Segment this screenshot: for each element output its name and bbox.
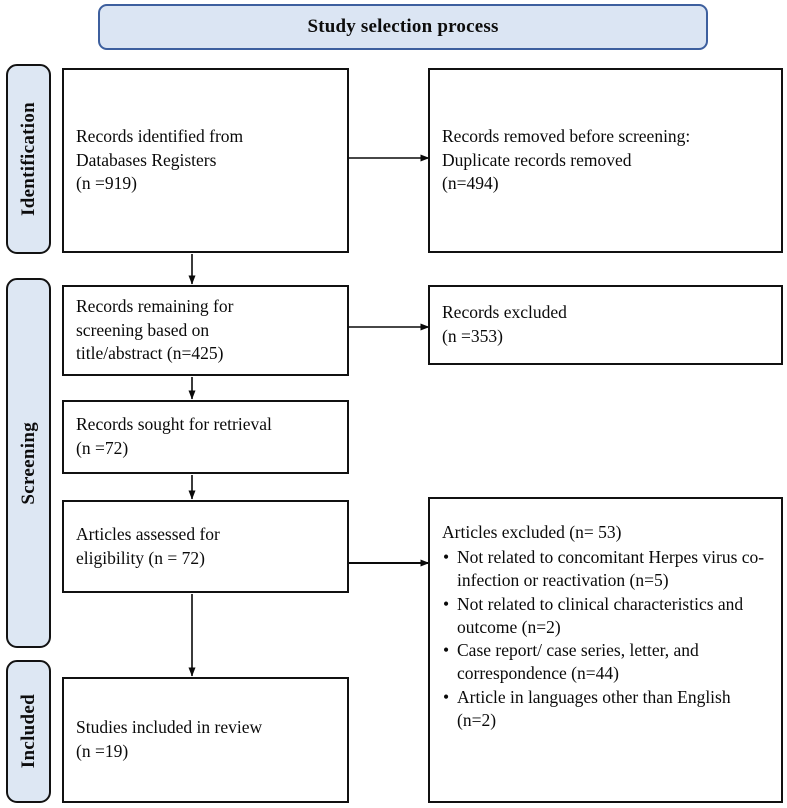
box-records-identified: Records identified from Databases Regist… bbox=[62, 68, 349, 253]
bullet-icon: • bbox=[443, 593, 450, 614]
exclusion-reason-text: Not related to clinical characteristics … bbox=[457, 593, 744, 637]
stage-label-identification: Identification bbox=[6, 64, 51, 254]
box-records-removed: Records removed before screening: Duplic… bbox=[428, 68, 783, 253]
stage-label-included: Included bbox=[6, 660, 51, 803]
stage-label-identification-text: Identification bbox=[17, 102, 39, 216]
box-articles-assessed: Articles assessed for eligibility (n = 7… bbox=[62, 500, 349, 593]
bullet-icon: • bbox=[443, 686, 450, 707]
box-records-removed-line-2: Duplicate records removed bbox=[442, 149, 632, 170]
exclusion-reason-text: Not related to concomitant Herpes virus … bbox=[457, 546, 765, 591]
box-studies-included-count: (n =19) bbox=[76, 741, 129, 761]
diagram-title-banner: Study selection process bbox=[98, 4, 708, 50]
bullet-icon: • bbox=[443, 640, 450, 661]
list-item: • Not related to concomitant Herpes viru… bbox=[442, 546, 769, 593]
stage-label-screening: Screening bbox=[6, 278, 51, 648]
list-item: • Not related to clinical characteristic… bbox=[442, 593, 769, 640]
box-records-sought: Records sought for retrieval (n =72) bbox=[62, 400, 349, 474]
box-records-sought-count: (n =72) bbox=[76, 438, 129, 458]
exclusion-reason-text: Case report/ case series, letter, and co… bbox=[457, 640, 699, 684]
box-records-remaining-line-2: screening based on bbox=[76, 319, 210, 340]
box-records-identified-line-1: Records identified from bbox=[76, 125, 244, 146]
box-articles-excluded-heading: Articles excluded (n= 53) bbox=[442, 522, 622, 542]
box-studies-included: Studies included in review (n =19) bbox=[62, 677, 349, 803]
box-records-identified-count: (n =919) bbox=[76, 173, 137, 194]
box-records-excluded-count: (n =353) bbox=[442, 326, 503, 346]
box-records-removed-line-1: Records removed before screening: bbox=[442, 125, 691, 146]
box-records-remaining-line-1: Records remaining for bbox=[76, 295, 234, 316]
box-records-sought-line-1: Records sought for retrieval bbox=[76, 414, 272, 435]
stage-label-included-text: Included bbox=[17, 694, 39, 769]
stage-label-screening-text: Screening bbox=[17, 421, 39, 505]
exclusion-reason-text: Article in languages other than English … bbox=[457, 686, 731, 730]
list-item: • Article in languages other than Englis… bbox=[442, 686, 769, 733]
box-studies-included-line-1: Studies included in review bbox=[76, 717, 263, 738]
bullet-icon: • bbox=[443, 546, 450, 567]
box-records-excluded: Records excluded (n =353) bbox=[428, 285, 783, 365]
box-articles-assessed-line-1: Articles assessed for bbox=[76, 523, 220, 544]
page-title: Study selection process bbox=[307, 16, 499, 37]
box-records-excluded-line-1: Records excluded bbox=[442, 302, 567, 323]
box-records-identified-line-2: Databases Registers bbox=[76, 149, 217, 170]
box-articles-assessed-line-2: eligibility (n = 72) bbox=[76, 547, 205, 568]
box-records-remaining: Records remaining for screening based on… bbox=[62, 285, 349, 376]
box-records-remaining-line-3: title/abstract (n=425) bbox=[76, 343, 224, 364]
list-item: • Case report/ case series, letter, and … bbox=[442, 639, 769, 686]
exclusion-reason-list: • Not related to concomitant Herpes viru… bbox=[442, 546, 769, 732]
box-articles-excluded: Articles excluded (n= 53) • Not related … bbox=[428, 497, 783, 803]
box-records-removed-count: (n=494) bbox=[442, 173, 499, 194]
